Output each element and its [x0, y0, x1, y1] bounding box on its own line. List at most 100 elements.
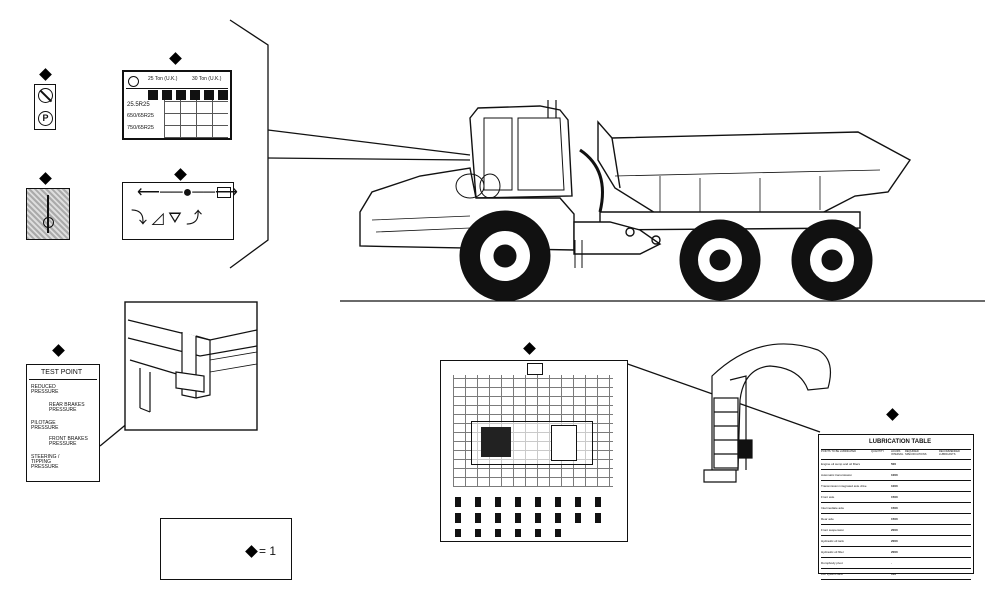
lubrication-point: Hydraulic oil tank [821, 539, 844, 543]
lubrication-point: Front axle [821, 495, 835, 499]
lubrication-quantity [871, 514, 891, 524]
lubrication-point: Front suspension [821, 528, 845, 532]
test-point-item: STEERING / TIPPING PRESSURE [31, 454, 60, 470]
middle-wheel [679, 219, 761, 301]
leader-line-cab-2 [267, 157, 471, 161]
capacity-header-1: 25 Ton (U.K.) [148, 76, 178, 82]
lubrication-row: Transmission integrated axle drive 1000 [821, 481, 971, 492]
lubrication-lubricant [939, 492, 971, 502]
lubrication-quantity [871, 536, 891, 546]
lubrication-interval: 2000 [891, 539, 898, 543]
test-point-title: TEST POINT [41, 369, 83, 376]
decal-lubrication-table: LUBRICATION TABLE POINTS TO BE LUBRICATE… [818, 434, 974, 580]
legend-box: = 1 [160, 518, 292, 580]
decal-grey-panel [26, 188, 70, 240]
lubrication-point: Automatic transmission [821, 473, 853, 477]
callout-line-bottom [229, 158, 269, 269]
lubrication-quantity [871, 481, 891, 491]
dump-position-icons: ⤵ ◿ ⛛ ⤴ [131, 210, 203, 227]
lubrication-quantity [871, 558, 891, 568]
lubrication-point: Transmission integrated axle drive [821, 484, 867, 488]
capacity-row-1: 25.5R25 [127, 102, 150, 108]
axle-mark [551, 425, 577, 461]
lubrication-lubricant [939, 525, 971, 535]
lubrication-quantity [871, 525, 891, 535]
lubrication-interval: 2000 [891, 550, 898, 554]
lubrication-row: Hydraulic oil filter 2000 [821, 547, 971, 558]
lubrication-spec [905, 525, 939, 535]
lubrication-row: Hydraulic oil tank 2000 [821, 536, 971, 547]
decal-test-point: TEST POINT REDUCED PRESSURE REAR BRAKES … [26, 364, 100, 482]
lubrication-interval: 500 [891, 462, 897, 466]
lubrication-lubricant [939, 514, 971, 524]
info-icon [217, 187, 231, 198]
decal-lubrication-schematic [440, 360, 628, 542]
lubrication-interval: 1000 [891, 484, 898, 488]
col-header: QUANTITY [871, 450, 885, 453]
lubrication-spec [905, 459, 939, 469]
brand-logo-icon [128, 76, 139, 87]
lubrication-spec [905, 569, 939, 579]
callout-line-top [229, 19, 269, 158]
lubrication-point: Rear axle [821, 517, 834, 521]
lubrication-table-title: LUBRICATION TABLE [869, 439, 932, 445]
test-point-item: REAR BRAKES PRESSURE [49, 402, 85, 413]
lubrication-row: Lub system tank 100 [821, 569, 971, 580]
lubrication-spec [905, 470, 939, 480]
lubrication-lubricant [939, 569, 971, 579]
panel-symbol-line [47, 195, 49, 233]
test-point-item: REDUCED PRESSURE [31, 384, 59, 395]
lubrication-interval: 1500 [891, 495, 898, 499]
lubrication-row: Dumpbody pivot- [821, 558, 971, 569]
lubrication-lubricant [939, 503, 971, 513]
lubrication-row: Front axle 1500 [821, 492, 971, 503]
lubrication-point: Intermediate axle [821, 506, 845, 510]
no-parking-icon [38, 88, 53, 103]
lubrication-spec [905, 503, 939, 513]
capacity-grid [164, 100, 228, 138]
lubrication-lubricant [939, 558, 971, 568]
lubrication-lubricant [939, 547, 971, 557]
truck-pictograms [148, 90, 228, 100]
engine-block-icon [481, 427, 511, 457]
lubrication-quantity [871, 459, 891, 469]
lubrication-row: Automatic transmission 1000 [821, 470, 971, 481]
lubrication-interval: 2000 [891, 528, 898, 532]
lubricant-symbols-row-2 [455, 513, 615, 523]
rear-fender-illustration [703, 343, 831, 483]
frame-detail-illustration [124, 301, 258, 431]
test-point-item: PILOTAGE PRESSURE [31, 420, 59, 431]
lubrication-point: Dumpbody pivot [821, 561, 843, 565]
lubrication-quantity [871, 492, 891, 502]
col-header: RECOMMENDED LUBRICANTS [939, 450, 960, 456]
lubrication-spec [905, 492, 939, 502]
title-rule [29, 379, 97, 380]
lubrication-spec [905, 514, 939, 524]
leader-line-cab [267, 129, 471, 156]
lubrication-lubricant [939, 470, 971, 480]
schematic-header-icon [527, 363, 543, 375]
capacity-header-bar [126, 74, 228, 89]
col-header: REQUIRED SPECIFICATIONS [905, 450, 927, 456]
lubrication-interval: 1000 [891, 473, 898, 477]
lubrication-row: Rear axle 1500 [821, 514, 971, 525]
lubricant-symbols-row-1 [455, 497, 615, 507]
lubrication-point: Hydraulic oil filter [821, 550, 844, 554]
lubrication-row: Front suspension 2000 [821, 525, 971, 536]
legend-equals: = 1 [259, 544, 277, 558]
capacity-row-2: 650/65R25 [127, 113, 154, 119]
lubrication-spec [905, 481, 939, 491]
rear-wheel [791, 219, 873, 301]
lubrication-point: Lub system tank [821, 572, 843, 576]
lubrication-point: Engine oil sump and oil filters [821, 462, 861, 466]
articulated-dump-truck [359, 100, 912, 268]
lubrication-interval: 1500 [891, 517, 898, 521]
lubrication-row: Engine oil sump and oil filters 500 [821, 459, 971, 470]
lubrication-quantity [871, 569, 891, 579]
lubrication-lubricant [939, 459, 971, 469]
lubrication-interval: 100 [891, 572, 897, 576]
lubricant-symbols-row-3 [455, 529, 575, 537]
